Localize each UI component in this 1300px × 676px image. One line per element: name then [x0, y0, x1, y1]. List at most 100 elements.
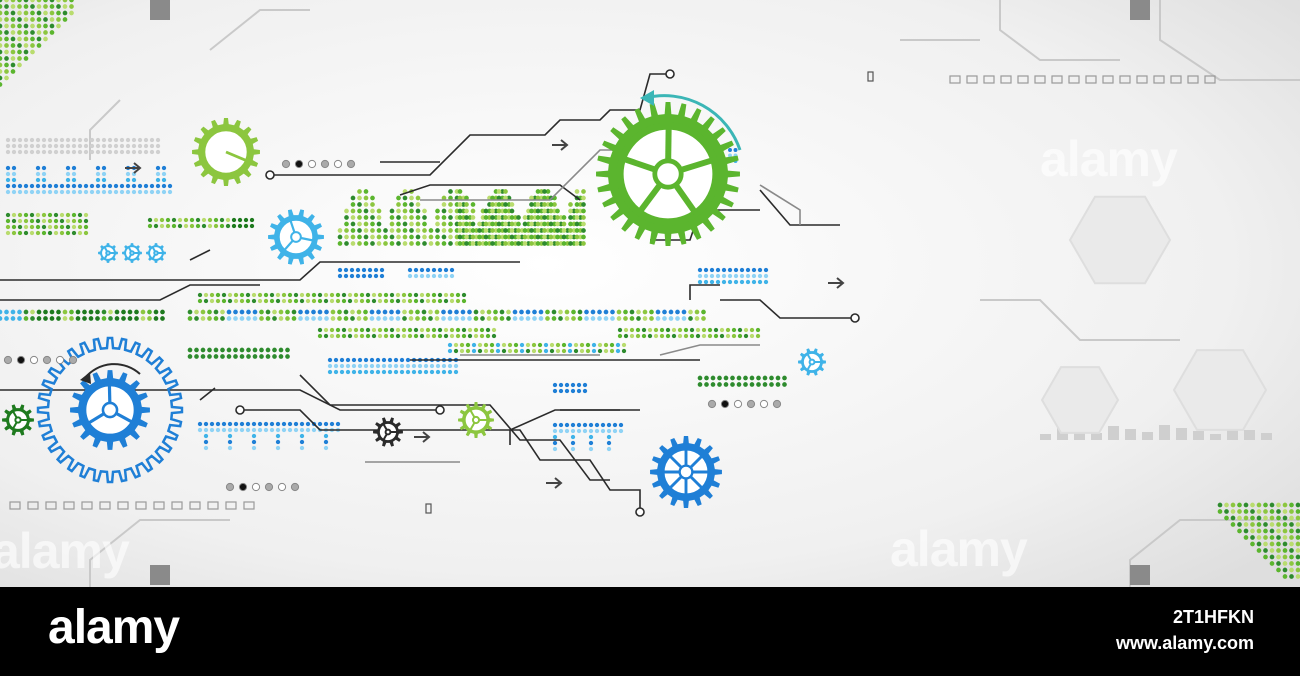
blue-dot — [293, 427, 299, 433]
band-dot — [755, 333, 761, 339]
green-dot — [213, 217, 219, 223]
band-dot — [233, 354, 238, 359]
band-dot — [56, 316, 61, 321]
blue-dot — [125, 171, 131, 177]
corner-green-dot — [4, 4, 9, 9]
faint-chip — [1136, 75, 1148, 84]
green-dot — [470, 241, 476, 246]
band-dot — [694, 309, 700, 315]
band-dot — [513, 342, 519, 348]
band-dot — [513, 348, 519, 354]
band-dot — [56, 309, 61, 315]
blue-dot — [275, 421, 281, 427]
band-dot — [591, 348, 597, 354]
gray-dot — [77, 137, 83, 143]
corner-green-dot — [36, 17, 42, 22]
green-dot — [71, 230, 77, 236]
corner-green-dot — [62, 17, 68, 22]
blue-dot — [570, 434, 576, 440]
green-dot — [529, 208, 534, 214]
band-dot — [383, 327, 389, 333]
green-dot — [219, 217, 225, 223]
band-dot — [383, 292, 389, 298]
gray-dot — [71, 137, 77, 143]
blue-dot — [11, 189, 17, 195]
blue-dot — [552, 382, 558, 388]
corner-green-dot — [17, 10, 22, 16]
band-dot — [467, 316, 472, 321]
status-dot — [68, 355, 78, 365]
band-dot — [455, 333, 461, 339]
blue-dot — [745, 267, 751, 273]
gray-dot — [107, 143, 113, 149]
blue-dot — [588, 434, 594, 440]
band-dot — [551, 309, 557, 315]
band-dot — [629, 316, 635, 321]
gear-rim — [277, 218, 315, 256]
faint-chip — [207, 501, 219, 510]
gray-dot — [131, 143, 137, 149]
green-dot — [568, 208, 573, 214]
gray-dot — [143, 137, 149, 143]
blue-dot — [399, 363, 405, 369]
corner-green-dot — [1250, 522, 1255, 527]
band-dot — [743, 375, 748, 381]
corner-green-dot — [62, 4, 68, 9]
band-dot — [655, 316, 661, 321]
band-dot — [597, 342, 603, 348]
green-dot — [402, 202, 408, 207]
band-dot — [317, 309, 323, 315]
corner-green-dot — [1243, 502, 1249, 508]
gear-hub — [808, 358, 816, 366]
faint-trace — [209, 9, 310, 51]
green-dot — [574, 234, 580, 240]
gray-dot — [35, 149, 41, 155]
band-dot — [701, 316, 706, 321]
green-dot — [350, 241, 356, 246]
band-dot — [329, 292, 335, 298]
blue-dot — [379, 267, 385, 273]
faint-hexagon — [1040, 366, 1120, 434]
green-dot — [535, 202, 541, 207]
band-dot — [215, 292, 221, 298]
blue-dot — [381, 363, 387, 369]
blue-dot — [355, 273, 361, 279]
band-dot — [704, 382, 709, 387]
band-dot — [291, 316, 297, 321]
green-dot — [516, 221, 521, 227]
gear-rim — [378, 422, 398, 442]
band-dot — [668, 309, 674, 315]
band-dot — [389, 333, 395, 339]
band-dot — [519, 348, 525, 354]
band-dot — [337, 309, 342, 315]
band-dot — [483, 348, 489, 354]
green-dot — [83, 212, 89, 218]
blue-dot — [411, 369, 417, 375]
blue-dot — [763, 279, 769, 285]
band-dot — [610, 316, 615, 321]
green-dot — [363, 221, 369, 227]
blue-dot — [101, 165, 107, 171]
gray-dot — [95, 143, 101, 149]
gray-dot — [101, 143, 107, 149]
gray-dot — [29, 149, 35, 155]
corner-green-dot — [1256, 548, 1262, 553]
blue-dot — [552, 440, 558, 446]
status-dot — [307, 159, 317, 169]
blue-dot — [558, 428, 564, 434]
gray-dot — [95, 137, 101, 143]
band-dot — [769, 382, 774, 387]
band-dot — [88, 309, 94, 315]
blue-dot — [361, 273, 367, 279]
band-dot — [460, 316, 466, 321]
status-dot — [42, 355, 52, 365]
band-dot — [121, 316, 126, 321]
image-id: 2T1HFKN — [1172, 607, 1254, 627]
band-dot — [246, 354, 251, 359]
blue-dot — [269, 421, 275, 427]
green-dot — [376, 241, 382, 246]
blue-dot — [333, 369, 339, 375]
band-dot — [623, 333, 629, 339]
green-dot — [171, 223, 177, 229]
circuit-node-icon — [265, 170, 275, 180]
